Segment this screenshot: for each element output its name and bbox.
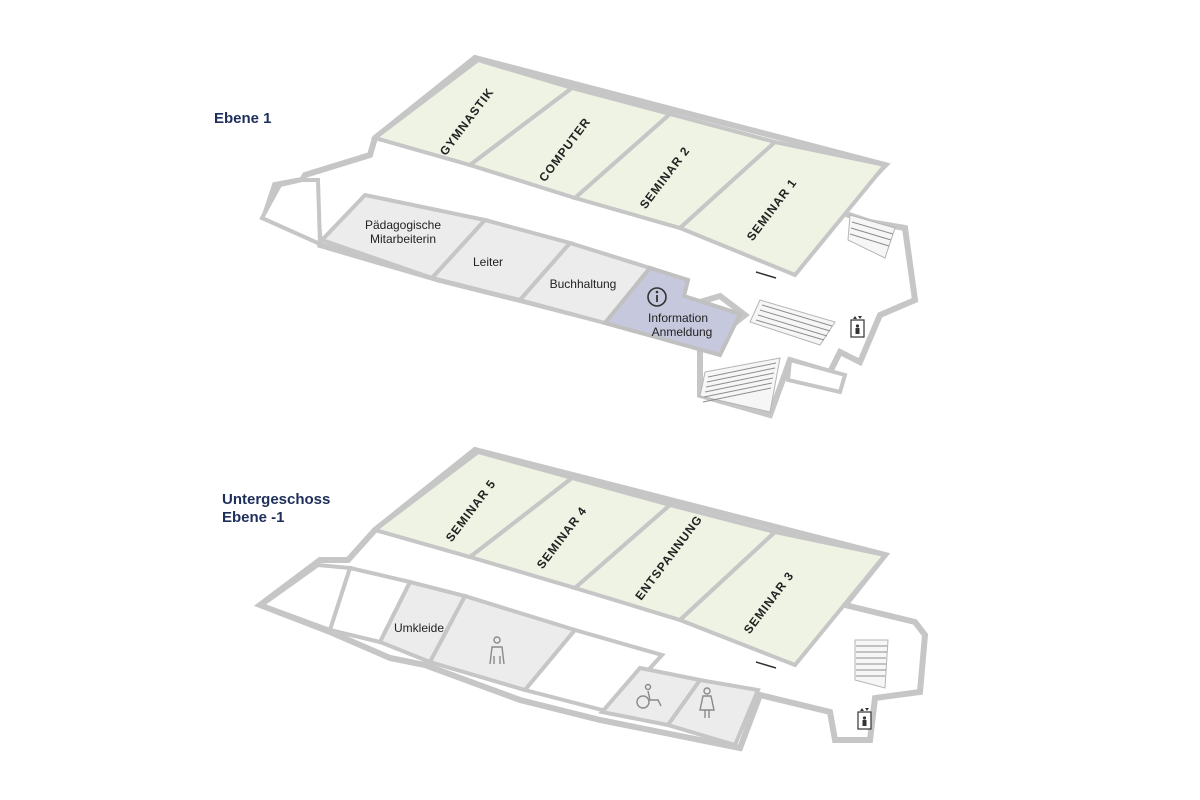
stairs-ebene-minus-1 [854,639,889,689]
label-umkleide: Umkleide [394,621,444,635]
level-minus1-title: Untergeschoss Ebene -1 [222,491,330,527]
restroom-woman-icon [699,687,715,718]
label-leiter: Leiter [473,255,503,269]
label-paedagogische-line1: Pädagogische [365,218,441,232]
stairs-ebene-1-right [847,214,896,259]
elevator-icon [857,708,872,730]
room-wc-women[interactable] [664,677,761,748]
info-icon [647,287,667,307]
room-information-anmeldung[interactable] [601,265,743,358]
wheelchair-icon [636,683,662,709]
level-minus1-title-line2: Ebene -1 [222,509,285,526]
label-information-line1: Information [648,311,708,325]
restroom-man-icon [489,636,505,665]
label-buchhaltung: Buchhaltung [550,277,617,291]
entrance-left-ebene-1 [259,178,323,248]
floor-ebene-minus-1: SEMINAR 5 SEMINAR 4 ENTSPANNUNG SEMINAR … [253,446,929,752]
label-information-line2: Anmeldung [652,325,713,339]
elevator-icon [850,316,865,338]
stairs-ebene-1-upper [749,299,836,346]
stairs-ebene-1-front [699,357,781,413]
room-seminar-1[interactable] [676,139,889,278]
outdoor-wall-ebene-1 [785,357,848,395]
label-paedagogische-line2: Mitarbeiterin [370,232,436,246]
floor-ebene-1: GYMNASTIK COMPUTER SEMINAR 2 SEMINAR 1 P… [259,54,919,419]
level-1-title: Ebene 1 [214,110,272,127]
room-seminar-3[interactable] [676,529,889,668]
level-minus1-title-line1: Untergeschoss [222,491,331,508]
